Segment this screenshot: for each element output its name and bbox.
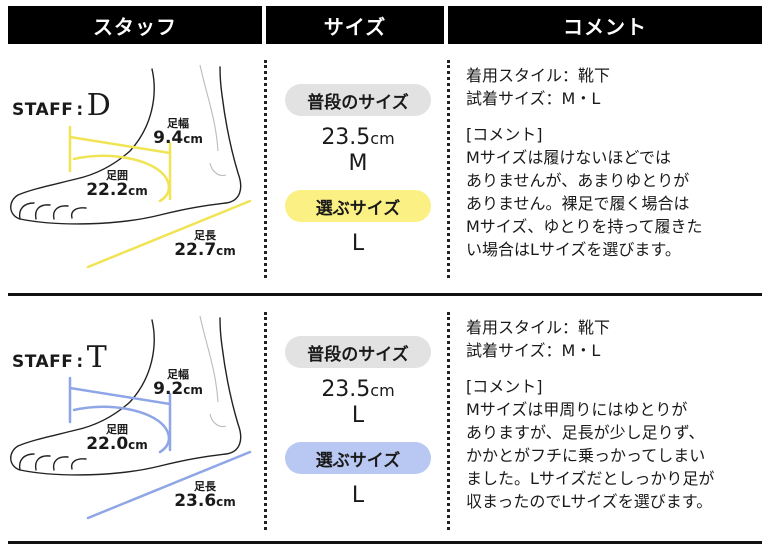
comment-block: 着用スタイル：靴下 試着サイズ：M・L [コメント] Mサイズは甲周りにはゆとり… [466,316,766,513]
foot-length: 足長 22.7cm [160,230,250,259]
chosen-size-value: L [351,483,365,508]
foot-width: 足幅 9.4cm [143,118,213,147]
foot-width-unit: cm [183,382,203,397]
comment-line: ました。Lサイズだとしっかり足が [466,469,715,488]
staff-letter: T [86,340,108,375]
usual-size-letter: L [351,403,365,428]
comment-tried-sizes: 試着サイズ：M・L [466,89,601,108]
row-divider [8,293,762,296]
comment-block: 着用スタイル：靴下 試着サイズ：M・L [コメント] Mサイズは履けないほどでは… [466,64,766,261]
foot-width-label: 足幅 [167,368,189,381]
foot-girth: 足囲 22.2cm [72,170,162,199]
comment-heading: [コメント] [466,377,543,396]
foot-girth-value: 22.0 [86,433,129,454]
foot-length-label: 足長 [194,480,216,493]
staff-label: STAFF [12,352,74,372]
comment-line: Mサイズは履けないほどでは [466,148,672,167]
staff-name: STAFF:D [12,88,111,123]
usual-size-label: 普段のサイズ [285,336,431,368]
row-divider [8,541,762,544]
comment-line: 収まったのでLサイズを選びます。 [466,492,713,511]
comment-line: Mサイズ、ゆとりを持って履きた [466,217,703,236]
comment-line: Mサイズは甲周りにはゆとりが [466,400,688,419]
foot-illustration [10,64,252,269]
usual-size-label: 普段のサイズ [285,84,431,116]
column-divider [264,312,267,530]
usual-size-letter: M [348,151,368,176]
comment-tried-sizes: 試着サイズ：M・L [466,341,601,360]
comment-line: い場合はLサイズを選びます。 [466,240,681,259]
comment-line: かかとがフチに乗っかってしまい [466,446,706,465]
staff-separator: : [76,100,84,120]
foot-illustration [10,315,252,520]
header-comment: コメント [448,6,762,44]
foot-width-value: 9.2 [153,378,184,399]
column-divider [264,60,267,278]
foot-width: 足幅 9.2cm [143,369,213,398]
foot-length-unit: cm [216,494,236,509]
foot-length-value: 23.6 [174,490,217,511]
staff-separator: : [76,352,84,372]
foot-girth: 足囲 22.0cm [72,424,162,453]
usual-size-unit: cm [370,381,395,400]
comment-line: ありますが、足長が少し足りず、 [466,423,705,442]
chosen-size-value: L [351,231,365,256]
column-divider [447,312,450,530]
chosen-size-label: 選ぶサイズ [285,442,431,474]
chosen-size-label: 選ぶサイズ [285,190,431,222]
header-staff: スタッフ [8,6,262,44]
comment-style: 着用スタイル：靴下 [466,318,611,337]
usual-size-number: 23.5 [321,125,371,150]
comment-heading: [コメント] [466,125,543,144]
usual-size-number: 23.5 [321,377,371,402]
foot-width-value: 9.4 [153,127,184,148]
staff-label: STAFF [12,100,74,120]
foot-girth-unit: cm [128,437,148,452]
foot-width-label: 足幅 [167,117,189,130]
foot-length-unit: cm [216,243,236,258]
comment-line: ありませんが、あまりゆとりが [466,171,690,190]
staff-name: STAFF:T [12,340,107,375]
foot-girth-label: 足囲 [106,169,128,182]
foot-length: 足長 23.6cm [160,481,250,510]
comment-style: 着用スタイル：靴下 [466,66,611,85]
comment-line: ありません。裸足で履く場合は [466,194,690,213]
usual-size-value: 23.5cm [285,125,431,150]
staff-letter: D [86,88,112,123]
header-size: サイズ [266,6,444,44]
foot-girth-unit: cm [128,183,148,198]
foot-girth-label: 足囲 [106,423,128,436]
foot-girth-value: 22.2 [86,179,129,200]
usual-size-value: 23.5cm [285,377,431,402]
foot-length-value: 22.7 [174,239,217,260]
column-divider [447,60,450,278]
usual-size-unit: cm [370,129,395,148]
foot-width-unit: cm [183,131,203,146]
foot-length-label: 足長 [194,229,216,242]
